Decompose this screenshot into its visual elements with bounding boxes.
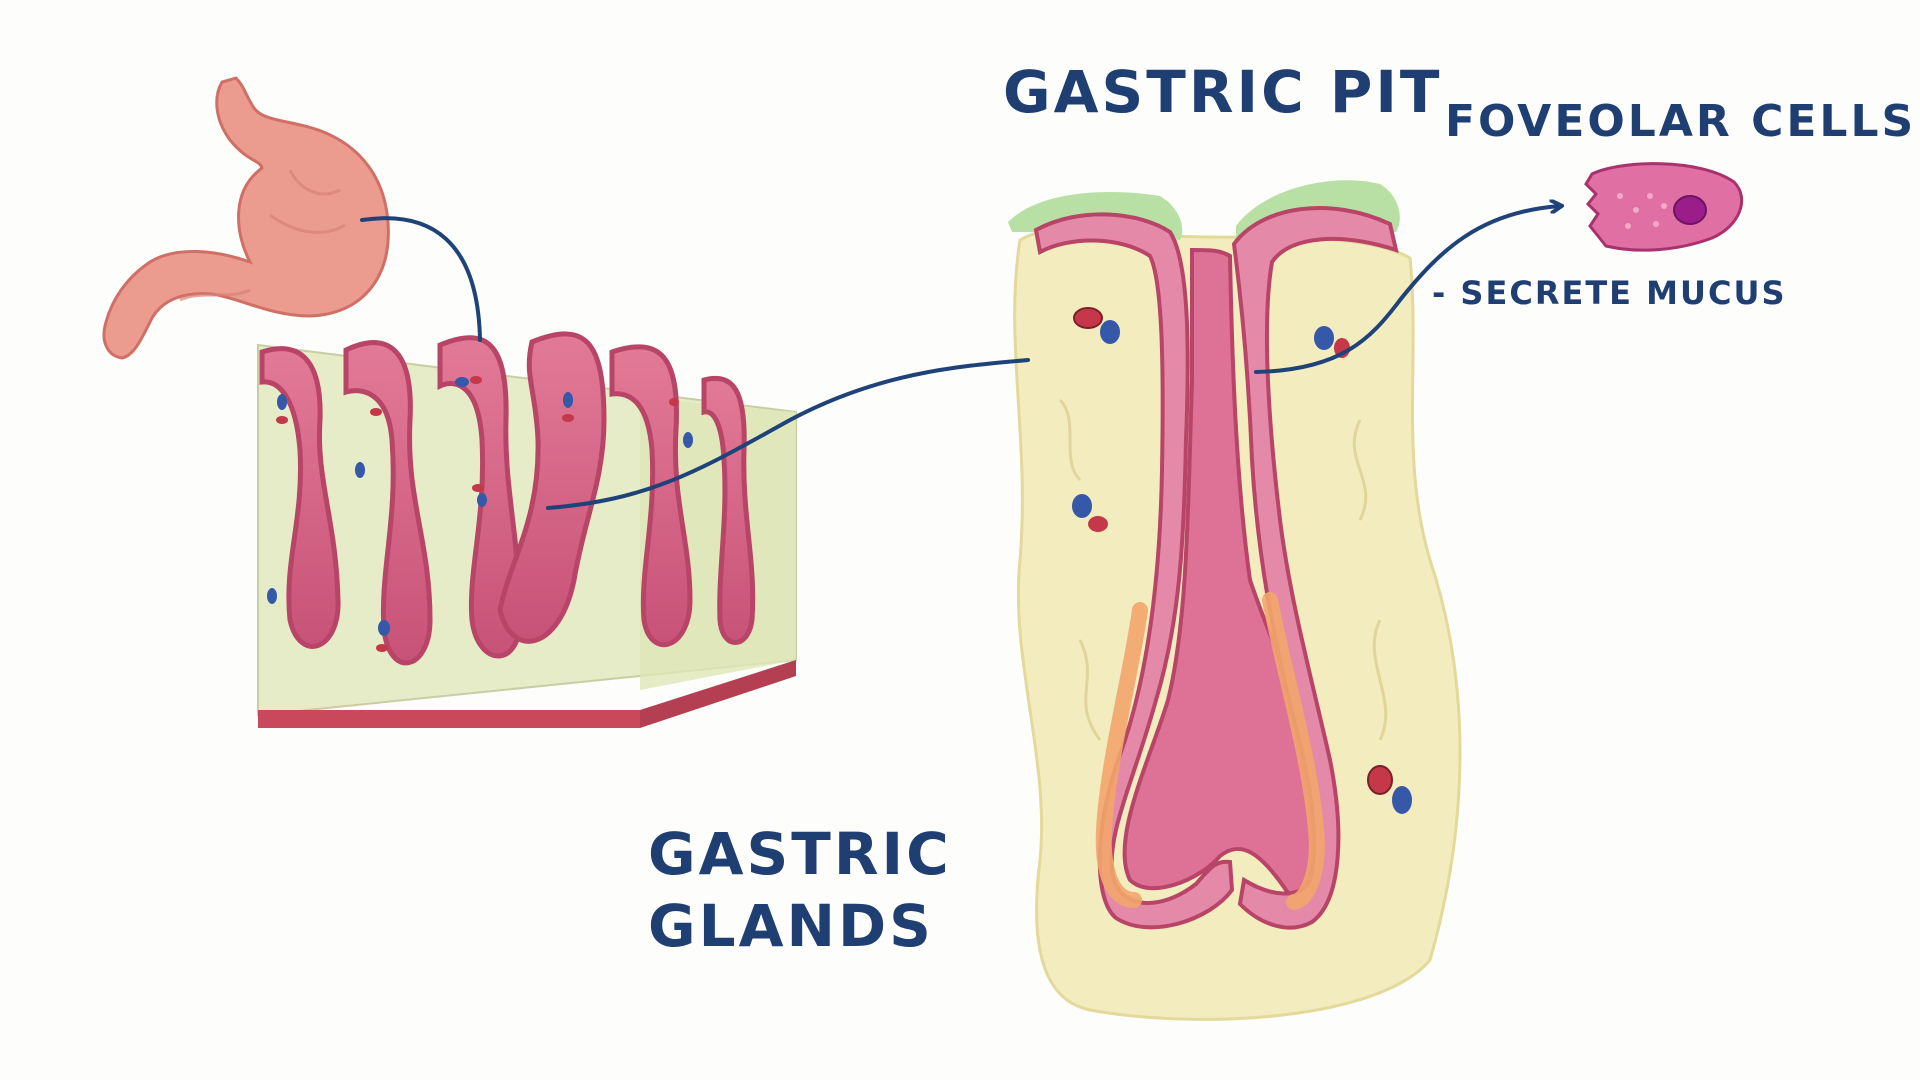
gastric-glands-label-line2: GLANDS <box>648 892 934 960</box>
stomach-illustration <box>102 76 390 360</box>
stomach-to-block-line <box>360 216 482 342</box>
chief-cells-right <box>1262 592 1325 910</box>
left-epithelium <box>1033 212 1235 930</box>
block-to-pit-line <box>546 358 1030 510</box>
pit-to-foveolar-arrow <box>1254 206 1560 374</box>
gland-1 <box>259 346 341 649</box>
foveolar-cells-label: FOVEOLAR CELLS <box>1445 96 1917 147</box>
foveolar-cell-illustration <box>1584 162 1744 252</box>
chief-cells-left <box>1095 602 1148 908</box>
blood-cells-block <box>267 376 693 652</box>
gastric-pit-label: GASTRIC PIT <box>1003 58 1443 126</box>
gastric-glands-label-line1: GASTRIC <box>648 820 952 888</box>
gastric-glands-label: GASTRIC GLANDS <box>648 818 952 962</box>
gland-4 <box>497 331 607 644</box>
secrete-mucus-label: - SECRETE MUCUS <box>1432 274 1787 312</box>
gland-6 <box>701 375 756 645</box>
gastric-glands <box>259 331 756 666</box>
connectors <box>360 206 1560 510</box>
gland-2 <box>343 340 433 666</box>
gland-3 <box>437 335 523 659</box>
gastric-pit-detail <box>1008 180 1462 1021</box>
